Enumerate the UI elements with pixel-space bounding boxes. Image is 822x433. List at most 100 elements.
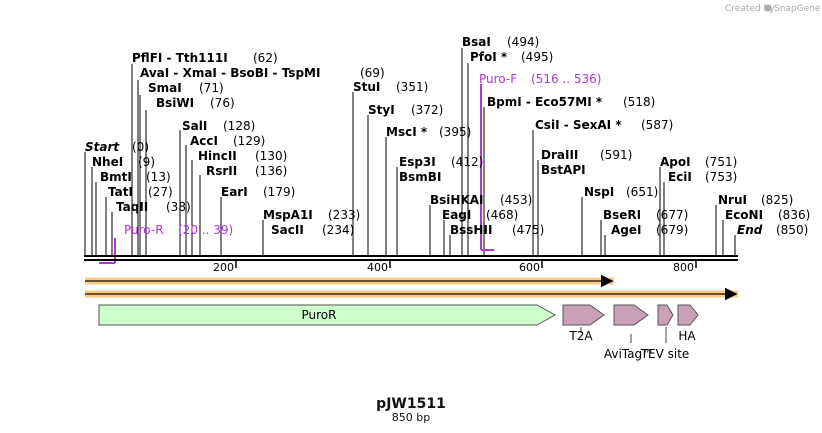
sequence-ruler: 200 400 600 800 xyxy=(84,255,738,274)
ruler-tick-label: 200 xyxy=(213,261,234,274)
site-name: Esp3I xyxy=(399,155,436,169)
feature-avitag: AviTag™ xyxy=(604,304,654,361)
ruler-tick-label: 400 xyxy=(367,261,388,274)
feature-label: AviTag™ xyxy=(604,347,654,361)
site-position: (651) xyxy=(626,185,658,199)
primer-puro-r-marker xyxy=(99,238,116,264)
site-position: (518) xyxy=(623,95,655,109)
feature-label: PuroR xyxy=(302,308,337,322)
site-position: (76) xyxy=(210,96,235,110)
site-position: (0) xyxy=(132,140,149,154)
plasmid-length: 850 bp xyxy=(392,411,430,424)
site-name: NruI xyxy=(718,193,747,207)
site-position: (9) xyxy=(138,155,155,169)
site-name: SacII xyxy=(271,223,304,237)
site-name: BsiWI xyxy=(156,96,194,110)
site-position: (587) xyxy=(641,118,673,132)
site-position: (38) xyxy=(166,200,191,214)
feature-label: TEV site xyxy=(640,347,690,361)
site-lines xyxy=(84,48,736,256)
site-name: BseRI xyxy=(603,208,641,222)
site-position: (468) xyxy=(486,208,518,222)
site-position: (69) xyxy=(360,66,385,80)
ruler-tick-label: 600 xyxy=(519,261,540,274)
site-name: BstAPI xyxy=(541,163,586,177)
feature-label: T2A xyxy=(568,329,593,343)
site-position: (494) xyxy=(507,35,539,49)
site-name: BsiHKAI xyxy=(430,193,484,207)
site-name: BssHII xyxy=(450,223,492,237)
credit-label: Created by xyxy=(725,4,775,14)
site-name: NheI xyxy=(92,155,123,169)
site-name: Start xyxy=(85,140,120,154)
site-name: SmaI xyxy=(148,81,182,95)
site-name: SalI xyxy=(182,119,207,133)
site-name: BsmBI xyxy=(399,170,441,184)
site-name: AgeI xyxy=(611,223,641,237)
site-position: (62) xyxy=(253,51,278,65)
site-position: (71) xyxy=(199,81,224,95)
site-name: MspA1I xyxy=(263,208,313,222)
site-position: (825) xyxy=(761,193,793,207)
site-position: (395) xyxy=(439,125,471,139)
site-position: (372) xyxy=(411,103,443,117)
site-name: TatI xyxy=(108,185,133,199)
feature-puror: PuroR xyxy=(98,304,557,326)
site-position: (751) xyxy=(705,155,737,169)
site-position: (453) xyxy=(500,193,532,207)
feature-ha: HA xyxy=(677,304,699,343)
primer-puro-f-marker xyxy=(480,84,494,251)
site-name: AvaI - XmaI - BsoBI - TspMI xyxy=(140,66,320,80)
primer-puro-f-range: (516 .. 536) xyxy=(531,72,601,86)
feature-label: HA xyxy=(678,329,696,343)
site-name: BpmI - Eco57MI * xyxy=(487,95,603,109)
site-name: EarI xyxy=(221,185,248,199)
site-position: (129) xyxy=(233,134,265,148)
site-position: (850) xyxy=(776,223,808,237)
site-name: PflFI - Tth111I xyxy=(132,51,228,65)
site-name: BmtI xyxy=(100,170,132,184)
site-name: RsrII xyxy=(206,164,237,178)
site-position: (136) xyxy=(255,164,287,178)
site-position: (677) xyxy=(656,208,688,222)
site-position: (412) xyxy=(451,155,483,169)
site-name: TaqII xyxy=(116,200,148,214)
site-position: (128) xyxy=(223,119,255,133)
enzyme-labels: Start (0) NheI (9) BmtI (13) TatI (27) T… xyxy=(85,35,810,237)
primer-puro-r-label: Puro-R xyxy=(124,223,164,237)
site-name: EagI xyxy=(442,208,471,222)
site-position: (13) xyxy=(146,170,171,184)
primer-puro-r-range: (20 .. 39) xyxy=(178,223,233,237)
site-name: AccI xyxy=(190,134,218,148)
ruler-tick-label: 800 xyxy=(673,261,694,274)
site-name: BsaI xyxy=(462,35,491,49)
site-position: (233) xyxy=(328,208,360,222)
site-position: (130) xyxy=(255,149,287,163)
site-position: (234) xyxy=(322,223,354,237)
site-name: StuI xyxy=(353,80,380,94)
site-name: End xyxy=(737,223,763,237)
site-name: NspI xyxy=(584,185,614,199)
site-name: EciI xyxy=(668,170,692,184)
site-name: MscI * xyxy=(386,125,428,139)
credit-brand: SnapGene xyxy=(774,4,821,14)
site-name: HincII xyxy=(198,149,237,163)
site-name: EcoNI xyxy=(725,208,763,222)
site-position: (179) xyxy=(263,185,295,199)
site-position: (351) xyxy=(396,80,428,94)
site-name: StyI xyxy=(368,103,395,117)
site-position: (475) xyxy=(512,223,544,237)
site-position: (836) xyxy=(778,208,810,222)
site-position: (495) xyxy=(521,50,553,64)
site-position: (679) xyxy=(656,223,688,237)
snapgene-logo-icon xyxy=(764,4,772,12)
plasmid-name: pJW1511 xyxy=(376,396,446,412)
feature-tev-site: TEV site xyxy=(640,304,690,361)
primer-puro-f-label: Puro-F xyxy=(479,72,517,86)
site-name: CsiI - SexAI * xyxy=(535,118,622,132)
site-position: (753) xyxy=(705,170,737,184)
site-name: DraIII xyxy=(541,148,578,162)
site-position: (27) xyxy=(148,185,173,199)
site-position: (591) xyxy=(600,148,632,162)
